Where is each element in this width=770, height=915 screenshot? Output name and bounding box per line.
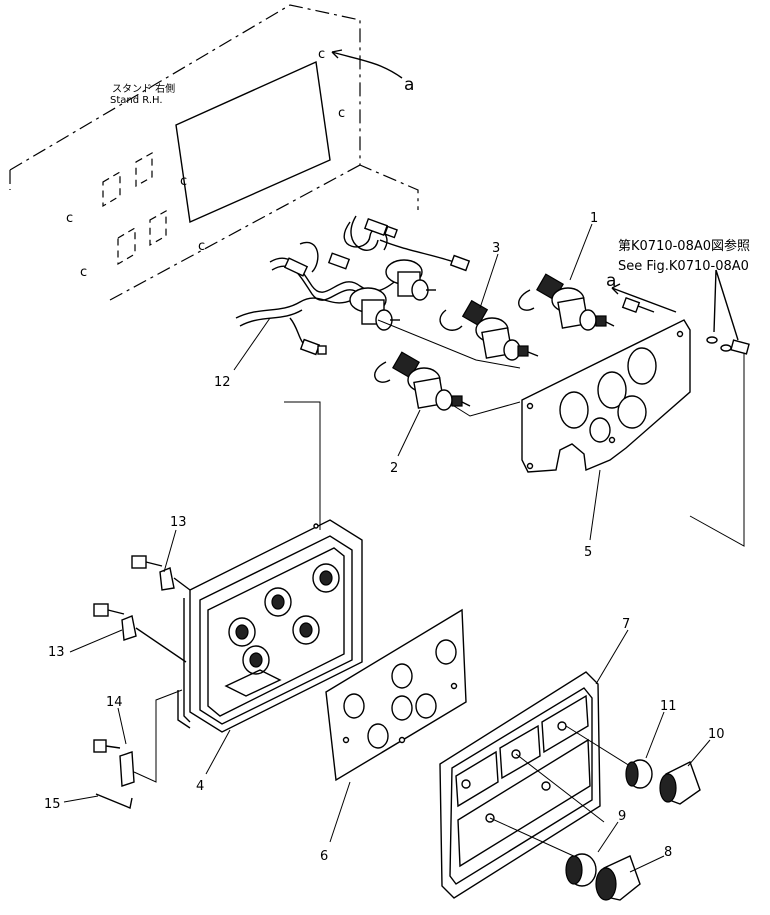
panel-leader-line (284, 401, 321, 530)
callout-a-top-leader (331, 51, 403, 79)
gasket-6 (325, 608, 467, 782)
part-number-12: 12 (214, 375, 231, 390)
svg-text:c: c (198, 239, 205, 254)
part-number-14: 14 (106, 695, 123, 710)
part-number-2: 2 (390, 461, 398, 476)
ref-label-en: See Fig.K0710-08A0 (618, 259, 749, 274)
svg-text:c: c (180, 174, 187, 189)
part-number-5: 5 (584, 545, 592, 560)
part-number-3: 3 (492, 241, 500, 256)
callout-a-top: a (404, 75, 414, 95)
knob-10-11 (625, 759, 701, 805)
panel-7 (439, 671, 601, 899)
svg-text:c: c (318, 47, 325, 62)
part-number-8: 8 (664, 845, 672, 860)
switch-3 (439, 299, 539, 361)
screws-clips-13-15 (93, 555, 191, 809)
stand-rh-panel: c c c c c c (9, 4, 419, 301)
part-number-7: 7 (622, 617, 630, 632)
bracket-5 (521, 319, 691, 473)
part-number-13-upper: 13 (170, 515, 187, 530)
svg-text:c: c (338, 106, 345, 121)
part-callouts: 1 2 3 4 5 6 7 8 9 10 11 12 13 13 14 15 (44, 211, 725, 873)
callout-a-right: a (606, 271, 616, 291)
callout-a-right-leader (611, 287, 677, 313)
ref-label-jp: 第K0710-08A0図参照 (618, 238, 750, 254)
part-number-9: 9 (618, 809, 626, 824)
part-number-13-lower: 13 (48, 645, 65, 660)
knob-8-9 (565, 853, 641, 901)
stand-label-en: Stand R.H. (110, 95, 163, 106)
part-number-11: 11 (660, 699, 677, 714)
part-number-6: 6 (320, 849, 328, 864)
wiring-harness (235, 215, 471, 356)
switch-housing-4 (177, 519, 363, 733)
switch-2 (374, 351, 471, 411)
bracket-leader-line (689, 350, 745, 547)
part-number-15: 15 (44, 797, 61, 812)
harness-switches (349, 259, 436, 331)
part-number-10: 10 (708, 727, 725, 742)
svg-text:c: c (80, 265, 87, 280)
switch-1 (518, 273, 615, 331)
stand-label-jp: スタンド 右側 (112, 82, 175, 95)
part-number-1: 1 (590, 211, 598, 226)
svg-text:c: c (66, 211, 73, 226)
mounting-screws (621, 297, 750, 355)
part-number-4: 4 (196, 779, 204, 794)
